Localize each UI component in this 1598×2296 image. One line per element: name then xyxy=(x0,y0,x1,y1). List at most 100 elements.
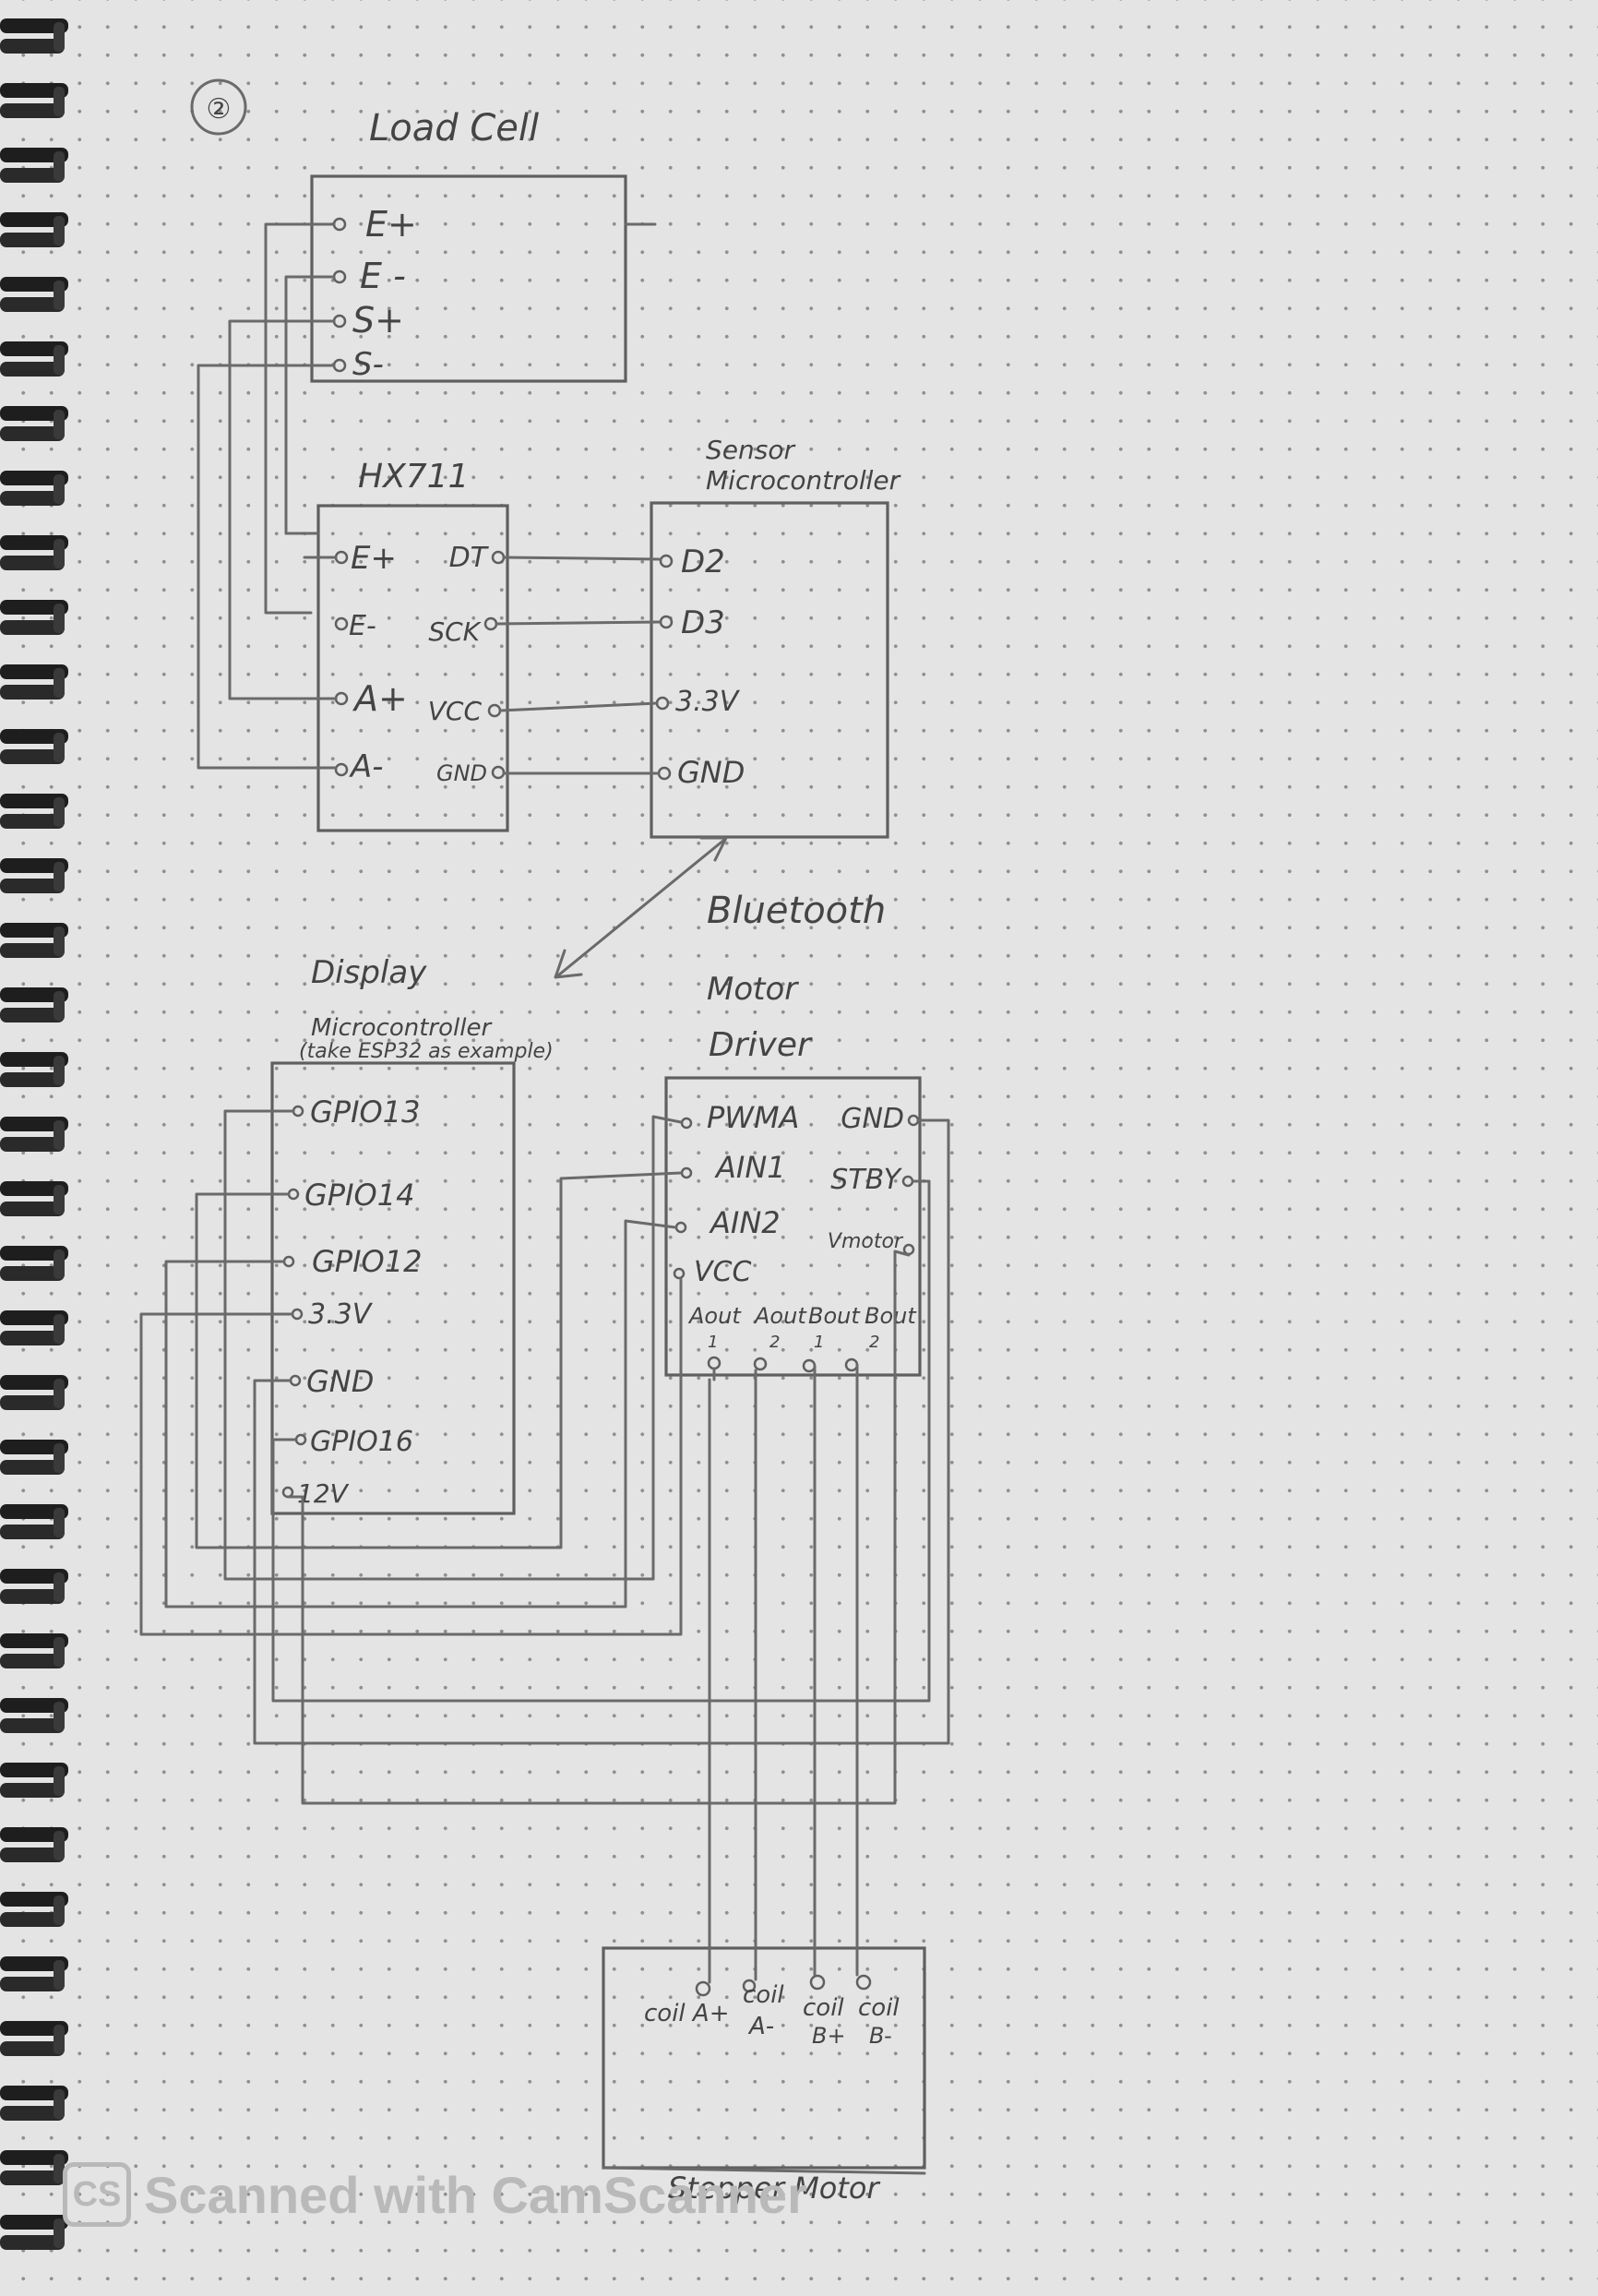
spiral-ring xyxy=(0,1569,68,1604)
spiral-ring xyxy=(0,148,68,183)
load-cell-pin-label: E - xyxy=(360,256,406,296)
display-mcu-pin-label: GND xyxy=(306,1364,374,1399)
hx711-pin xyxy=(334,762,349,777)
sensor-mcu-pin xyxy=(659,615,674,629)
motor-driver-left-pin-label: VCC xyxy=(694,1256,751,1288)
spiral-ring xyxy=(0,2215,68,2250)
spiral-ring xyxy=(0,923,68,958)
hx711-right-pin-label: DT xyxy=(449,542,490,574)
load-cell-pin-label: S- xyxy=(352,346,384,383)
spiral-ring xyxy=(0,794,68,829)
spiral-ring xyxy=(0,277,68,312)
motor-driver-output-label: Bout xyxy=(808,1303,861,1329)
motor-driver-left-pin-label: PWMA xyxy=(707,1100,799,1135)
motor-driver-output-number: 2 xyxy=(769,1333,780,1352)
spiral-ring xyxy=(0,341,68,377)
hx711-pin xyxy=(491,765,506,780)
spiral-ring xyxy=(0,1310,68,1345)
motor-driver-output-number: 2 xyxy=(869,1333,879,1352)
motor-driver-pin xyxy=(673,1267,686,1280)
spiral-ring xyxy=(0,1440,68,1475)
spiral-ring xyxy=(0,1375,68,1410)
stepper-coil-label: coil xyxy=(803,1994,844,2022)
spiral-ring xyxy=(0,18,68,54)
spiral-ring xyxy=(0,1633,68,1668)
motor-driver-right-pin-label: GND xyxy=(841,1103,904,1135)
spiral-ring xyxy=(0,2150,68,2185)
hx711-right-pin-label: SCK xyxy=(428,616,482,647)
hx711-pins: E+ E- A+ A- DT SCK VCC GND xyxy=(334,540,506,786)
hx711-right-pin-label: GND xyxy=(436,760,487,786)
spiral-ring xyxy=(0,1181,68,1216)
motor-driver-output-pin xyxy=(753,1357,768,1371)
motor-driver-right-pin-label: STBY xyxy=(830,1164,902,1196)
motor-driver-output-pin xyxy=(844,1357,859,1372)
motor-driver-pin xyxy=(674,1221,687,1234)
hx711-sensor-wires xyxy=(495,556,662,775)
spiral-ring xyxy=(0,1956,68,1991)
stepper-coil-pin xyxy=(809,1974,826,1991)
sensor-mcu-box xyxy=(650,501,889,839)
spiral-ring xyxy=(0,600,68,635)
display-mcu-pin-label: GPIO14 xyxy=(304,1178,414,1213)
stepper-coil-label: coil xyxy=(743,1981,784,2009)
stepper-coil-pin xyxy=(742,1979,757,1993)
load-cell-pin-e-plus xyxy=(332,217,347,232)
load-cell-pin-label: E+ xyxy=(365,204,417,245)
motor-driver-pin xyxy=(680,1166,693,1179)
spiral-ring xyxy=(0,1698,68,1733)
bluetooth-label: Bluetooth xyxy=(707,890,886,932)
load-cell-box xyxy=(310,174,627,383)
spiral-ring xyxy=(0,1052,68,1087)
motor-driver-left-pin-label: AIN2 xyxy=(709,1205,781,1240)
motor-driver-output-label: Bout xyxy=(865,1303,917,1329)
sensor-mcu-title: Sensor xyxy=(706,435,795,465)
display-mcu-title: Microcontroller xyxy=(311,1014,493,1042)
sheet-number: ② xyxy=(207,93,232,126)
spiral-ring xyxy=(0,2021,68,2056)
load-cell-title: Load Cell xyxy=(369,107,539,149)
display-mcu-pin-label: GPIO13 xyxy=(310,1094,420,1130)
spiral-ring xyxy=(0,1117,68,1152)
hx711-pin xyxy=(334,550,349,565)
motor-driver-output-number: 1 xyxy=(814,1333,824,1352)
camscanner-watermark: CS Scanned with CamScanner xyxy=(63,2162,807,2227)
sensor-mcu-pins: D2 D3 3.3V GND xyxy=(655,544,745,790)
motor-driver-pin xyxy=(907,1114,920,1127)
display-mcu-pins: GPIO13 GPIO14 GPIO12 3.3V GND GPIO16 12V xyxy=(281,1094,422,1509)
spiral-ring xyxy=(0,83,68,118)
display-mcu-pin-label: GPIO12 xyxy=(312,1244,422,1279)
load-cell-pins: E+ E - S+ S- xyxy=(332,204,417,383)
hx711-pin xyxy=(334,691,349,706)
spiral-ring xyxy=(0,212,68,247)
display-mcu-pin-label: GPIO16 xyxy=(310,1426,413,1458)
motor-driver-outputs: Aout Aout Bout Bout 1 2 1 2 xyxy=(687,1303,917,1373)
stepper-coil-label: B+ xyxy=(812,2023,846,2049)
spiral-ring xyxy=(0,664,68,700)
spiral-ring xyxy=(0,729,68,764)
spiral-ring xyxy=(0,1892,68,1927)
sensor-mcu-pin xyxy=(657,766,672,781)
stepper-coil-pin xyxy=(855,1974,872,1991)
spiral-ring xyxy=(0,1246,68,1281)
display-mcu-title: Display xyxy=(311,954,427,991)
hx711-pin xyxy=(487,703,502,718)
load-cell-pin-s-minus xyxy=(332,358,347,373)
motor-driver-output-pin xyxy=(802,1358,817,1373)
hx711-left-pin-label: A+ xyxy=(352,678,408,719)
sheet-number-circle xyxy=(190,78,247,136)
motor-driver-left-pin-label: AIN1 xyxy=(714,1150,786,1185)
sensor-mcu-pin xyxy=(659,554,674,568)
spiral-ring xyxy=(0,535,68,570)
motor-driver-pin xyxy=(902,1243,915,1256)
spiral-ring xyxy=(0,1827,68,1862)
stepper-coil-label: A- xyxy=(747,2013,774,2040)
driver-stepper-wires xyxy=(708,1363,859,1984)
spiral-ring xyxy=(0,1763,68,1798)
stepper-coil-label: coil xyxy=(858,1994,900,2022)
hx711-title: HX711 xyxy=(358,458,469,496)
spiral-binding xyxy=(0,18,68,2250)
hx711-right-pin-label: VCC xyxy=(428,696,483,726)
bluetooth-arrow xyxy=(554,836,728,979)
